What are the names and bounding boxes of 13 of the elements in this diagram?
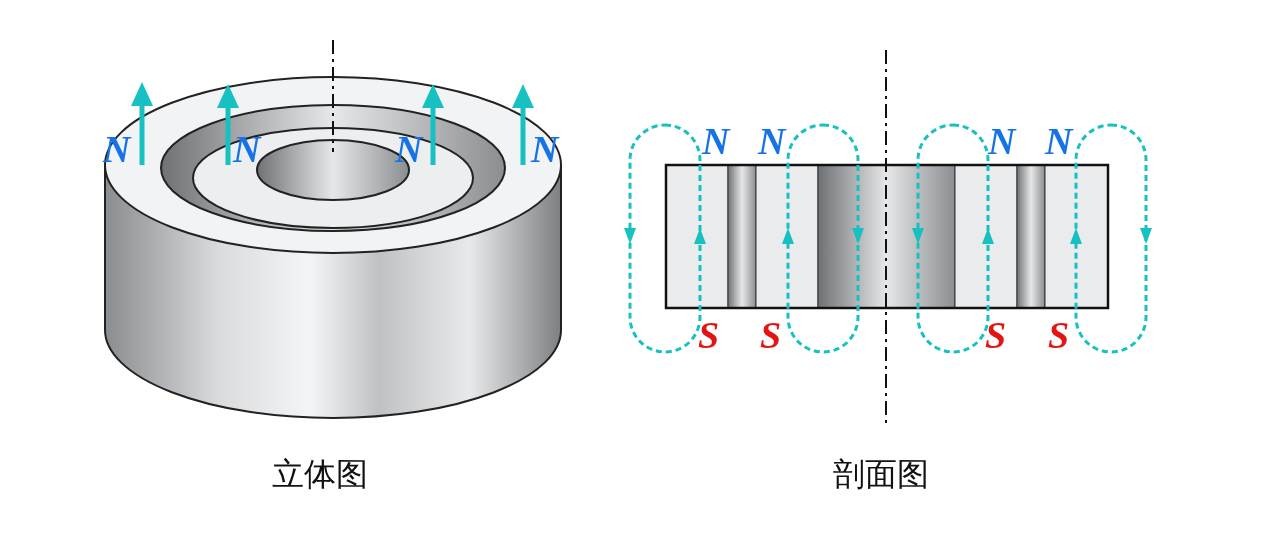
view-caption: 剖面图 bbox=[833, 458, 929, 490]
view-caption: 立体图 bbox=[272, 458, 368, 490]
pole-label: S bbox=[985, 316, 1007, 354]
pole-label: N bbox=[531, 130, 559, 168]
pole-label: N bbox=[702, 122, 730, 160]
pole-label: N bbox=[988, 122, 1016, 160]
pole-label: S bbox=[1048, 316, 1070, 354]
pole-label: S bbox=[760, 316, 782, 354]
pole-label: N bbox=[1045, 122, 1073, 160]
pole-label: N bbox=[758, 122, 786, 160]
pole-label: S bbox=[698, 316, 720, 354]
pole-label: N bbox=[395, 130, 423, 168]
pole-label: N bbox=[233, 130, 261, 168]
